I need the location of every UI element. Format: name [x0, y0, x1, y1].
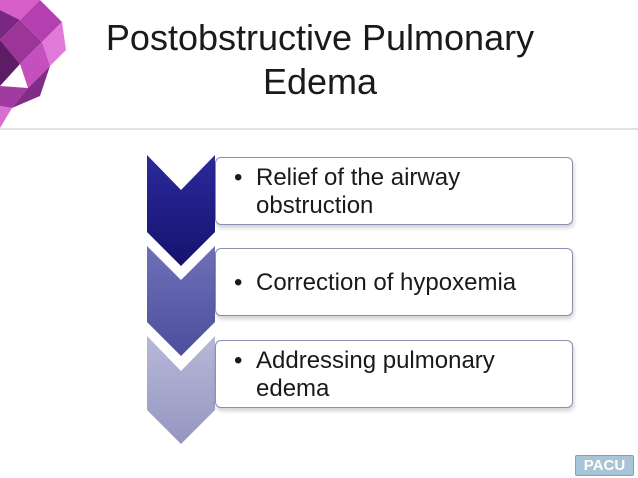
corner-decoration: [0, 0, 66, 128]
corner-tile: [20, 42, 50, 88]
bullet-dot: •: [234, 164, 243, 191]
step-1-line-1: Relief of the airway: [256, 164, 461, 191]
chevron-step-2: [147, 246, 215, 356]
step-3-text: Addressing pulmonary edema: [256, 347, 495, 403]
step-1-text: Relief of the airway obstruction: [256, 164, 460, 220]
step-3-line-2: edema: [256, 375, 330, 402]
step-2-text: Correction of hypoxemia: [256, 269, 517, 296]
corner-tile: [0, 106, 12, 128]
chevron-step-1: [147, 155, 215, 266]
step-3-bullet: • Addressing pulmonary edema: [234, 347, 495, 403]
corner-tile: [0, 20, 42, 64]
corner-tile: [0, 10, 20, 40]
corner-tile: [0, 40, 20, 86]
corner-tile: [42, 22, 66, 66]
title-line-2: Edema: [262, 61, 378, 102]
bullet-dot: •: [234, 269, 243, 296]
step-box-1: • Relief of the airway obstruction: [215, 157, 573, 225]
bullet-dot: •: [234, 347, 243, 374]
title-line-1: Postobstructive Pulmonary: [105, 17, 535, 58]
step-box-2: • Correction of hypoxemia: [215, 248, 573, 316]
step-2-bullet: • Correction of hypoxemia: [234, 269, 516, 297]
step-3-line-1: Addressing pulmonary: [256, 347, 495, 374]
chevron-step-3: [147, 336, 215, 444]
corner-tile: [20, 0, 62, 42]
corner-tile: [0, 86, 28, 108]
step-1-bullet: • Relief of the airway obstruction: [234, 164, 460, 220]
step-1-line-2: obstruction: [256, 192, 374, 219]
title-divider: [0, 128, 638, 130]
step-box-3: • Addressing pulmonary edema: [215, 340, 573, 408]
slide-title: Postobstructive Pulmonary Edema: [60, 16, 580, 104]
corner-tile: [12, 66, 50, 108]
pacu-badge: PACU: [575, 455, 634, 476]
